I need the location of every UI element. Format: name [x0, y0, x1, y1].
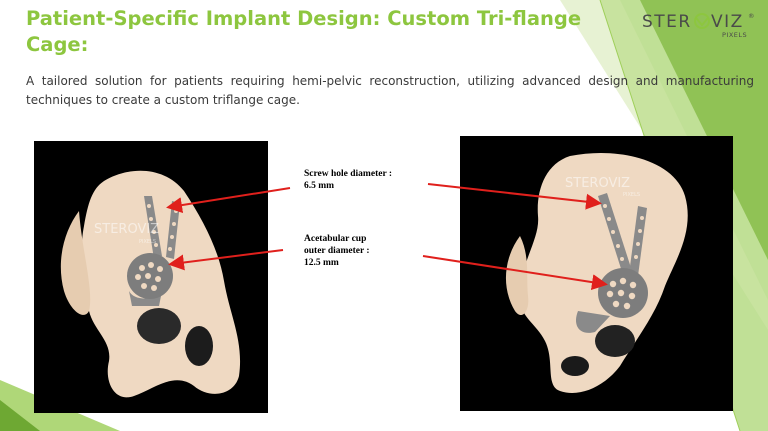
logo-sub: PIXELS [722, 31, 747, 39]
pelvis-render-right-icon: STEROVIZ PIXELS [505, 152, 688, 394]
pelvis-render-left-icon: STEROVIZ PIXELS [60, 170, 241, 398]
slide-subtitle: A tailored solution for patients requiri… [26, 74, 754, 107]
registered-mark: ® [748, 12, 754, 20]
right-image-watermark: STEROVIZ [565, 176, 630, 191]
pelvis-implant-image-right: STEROVIZ PIXELS [460, 136, 733, 411]
acetabular-cup-annotation: Acetabular cup outer diameter : 12.5 mm [304, 234, 370, 268]
svg-text:VIZ: VIZ [711, 12, 744, 32]
left-image-watermark: STEROVIZ [94, 222, 159, 237]
pelvis-implant-image-left: STEROVIZ PIXELS [34, 141, 268, 413]
steroviz-logo: STER VIZ ® PIXELS [642, 12, 754, 39]
svg-text:STER: STER [642, 12, 692, 32]
right-image-watermark-sub: PIXELS [623, 192, 640, 198]
left-image-watermark-sub: PIXELS [139, 239, 156, 245]
screw-hole-annotation: Screw hole diameter : 6.5 mm [304, 169, 393, 191]
slide-title: Patient-Specific Implant Design: Custom … [26, 7, 582, 56]
